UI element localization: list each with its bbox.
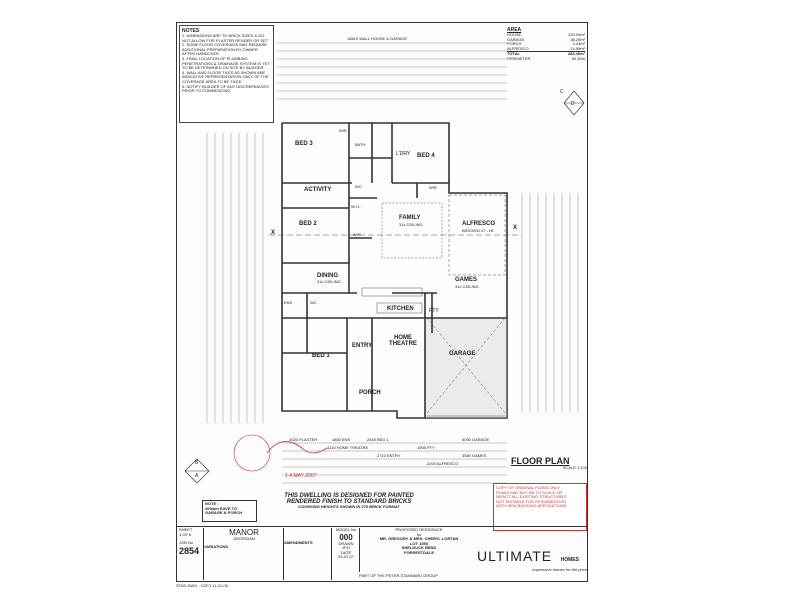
room-wir: WIR — [339, 128, 347, 133]
bottom-dim: 2710 ENTRY — [377, 453, 401, 458]
room-laundry: L'DRY — [396, 151, 411, 157]
right-dimension-lines — [521, 193, 579, 413]
bottom-dimension-lines — [282, 442, 507, 484]
room-wir-bed2: WIR — [353, 232, 361, 237]
room-wil: W.I.L. — [351, 204, 362, 209]
client-block: PROPOSED RESIDENCE for MR. GREGORY & MRS… — [359, 527, 478, 572]
section-c-label: C — [560, 89, 564, 95]
bottom-dim: 2440 BED 1 — [367, 437, 389, 442]
alfresco-note: BRICKED 47 - Ht. — [462, 228, 495, 233]
section-d-label: D — [571, 101, 575, 107]
brand-sub: HOMES — [560, 557, 579, 563]
handwritten-date: 1 4 MAY 2007 — [285, 473, 317, 479]
room-bath: BATH — [355, 142, 366, 147]
council-stamp-circle — [233, 434, 271, 472]
title-block-rule — [177, 526, 587, 528]
bottom-dim: 3020 PLASTER — [289, 437, 318, 442]
bottom-dim: 1905 PTY — [417, 445, 435, 450]
note-item: 2. SOME FLOOR COVERINGS MAY REQUIRE ADDI… — [182, 42, 267, 57]
room-porch: PORCH — [359, 390, 381, 396]
room-home-theatre: HOME THEATRE — [389, 335, 417, 347]
section-marker-ba — [184, 458, 210, 484]
top-dimension-lines — [277, 42, 507, 100]
model-style: GEORGIAN — [233, 536, 255, 541]
kitchen-bench — [376, 302, 423, 314]
ultimate-homes-logo: ULTIMATE HOMES Impressive homes for the … — [477, 548, 587, 578]
area-heading: AREA — [507, 27, 522, 33]
amendments-block: AMENDMENTS — [283, 528, 332, 580]
floor-plan-drawing — [184, 42, 585, 484]
room-wc: WC — [355, 184, 362, 189]
room-wir-bed4: WIR — [429, 185, 437, 190]
overall-dimension: 18610 WALL HOUSE & GARAGE — [347, 36, 408, 41]
bottom-dim: 1800 ENS — [332, 437, 351, 442]
bottom-dim: 2200 ALFRESCO — [427, 461, 459, 466]
footer-company: PART OF THE PETER STANNARD GROUP — [359, 573, 438, 578]
room-entry: ENTRY — [352, 343, 373, 349]
family-ceiling-outline — [381, 202, 443, 259]
job-number: 2854 — [179, 545, 200, 556]
room-bed1: BED 1 — [312, 353, 330, 359]
eave-note: NOTE : 200mm EAVE TO GARAGE & PORCH — [202, 500, 257, 522]
notes-panel: NOTES 1. DIMENSIONS ARE TO BRICK SIZES &… — [179, 25, 274, 123]
room-bed4: BED 4 — [417, 153, 435, 159]
family-ceiling: 31c CEILING — [399, 222, 423, 227]
brand-tagline: Impressive homes for the price — [532, 567, 587, 572]
room-games: GAMES — [455, 277, 478, 283]
note-item: 4. WALL AND FLOOR TILES AS SHOWN ARE IND… — [182, 69, 269, 84]
room-activity: ACTIVITY — [304, 187, 332, 193]
room-pantry: PTY — [429, 308, 439, 314]
room-garage: GARAGE — [449, 351, 476, 357]
section-a-label: A — [195, 473, 199, 479]
room-wc2: WC — [310, 300, 317, 305]
garage-diagonal — [426, 317, 506, 414]
room-family: FAMILY — [399, 215, 421, 221]
bottom-dim: 6090 GARAGE — [462, 437, 490, 442]
brand-name: ULTIMATE — [477, 548, 553, 564]
section-b-label: B — [195, 460, 199, 466]
room-kitchen: KITCHEN — [387, 306, 414, 312]
model-name: MANOR — [229, 528, 259, 537]
section-marker-cd — [563, 90, 585, 116]
left-dimension-lines — [206, 133, 264, 423]
section-x-right: X — [513, 225, 518, 231]
kitchen-island — [361, 287, 423, 297]
note-item: 3. FINAL LOCATION OF PLUMBING PENETRATIO… — [182, 55, 270, 71]
dining-ceiling: 31c CEILING — [317, 279, 341, 284]
copy-disclaimer-stamp: COPY OF ORIGINAL PLANS ONLY. PLANS MAY N… — [493, 483, 587, 531]
external-walls — [281, 122, 508, 419]
signature-scribble — [266, 441, 328, 454]
games-ceiling: 31c CEILING — [455, 284, 479, 289]
floor-plan-scale: SCALE 1:100 — [562, 465, 587, 470]
sheet-job-block: SHEET 1 OF 6 JOB No 2854 — [179, 527, 200, 556]
model-block: MANOR GEORGIAN VARIATIONS — [203, 528, 284, 580]
standard-drawing-ref: STAD DWG : CDF3 11-01-05 — [176, 583, 228, 588]
model-no-block: MODEL No 000 DRAWN JPO DATE 03-07-07 — [331, 527, 360, 580]
room-alfresco: ALFRESCO — [462, 221, 495, 227]
internal-walls — [282, 123, 507, 418]
note-item: 1. DIMENSIONS ARE TO BRICK SIZES & DO NO… — [182, 33, 269, 43]
floor-plan-title: FLOOR PLAN SCALE 1:100 — [511, 456, 587, 471]
section-x-left: X — [271, 230, 276, 236]
room-ensuite: ENS — [284, 300, 293, 305]
room-dining: DINING — [317, 273, 338, 279]
room-bed2: BED 2 — [299, 221, 317, 227]
note-item: 5. NOTIFY BUILDER OF ANY DISCREPANCIES P… — [182, 83, 269, 94]
drawing-sheet: NOTES 1. DIMENSIONS ARE TO BRICK SIZES &… — [176, 22, 588, 582]
bottom-dim: 4110 HOME THEATRE — [327, 445, 369, 450]
garage-slab — [425, 318, 507, 418]
notes-heading: NOTES — [182, 28, 200, 34]
room-bed3: BED 3 — [295, 141, 313, 147]
bottom-dim: 3580 GAMES — [462, 453, 487, 458]
floor-plan-heading: FLOOR PLAN — [511, 456, 570, 466]
paint-finish-note: THIS DWELLING IS DESIGNED FOR PAINTED RE… — [284, 493, 414, 509]
